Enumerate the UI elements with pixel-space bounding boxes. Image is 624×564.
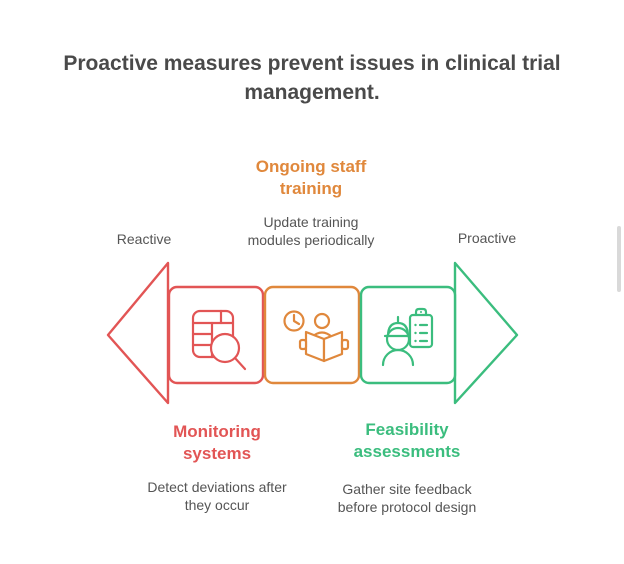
right-arrowhead: [453, 261, 519, 405]
scrollbar-thumb[interactable]: [617, 226, 621, 292]
hardhat-person-checklist-icon: [381, 307, 434, 367]
step-description-monitoring: Detect deviations after they occur: [147, 479, 287, 513]
step-description-feasibility: Gather site feedback before protocol des…: [337, 481, 477, 515]
bidirectional-arrow-diagram: [106, 261, 519, 405]
step-box-monitoring: [167, 285, 265, 385]
step-heading-training: Ongoing staff training: [255, 157, 367, 199]
step-heading-feasibility: Feasibility assessments: [353, 420, 461, 462]
spectrum-label-proactive: Proactive: [457, 230, 517, 246]
spectrum-label-reactive: Reactive: [116, 231, 172, 247]
page-title: Proactive measures prevent issues in cli…: [63, 52, 561, 104]
clock-person-reading-icon: [283, 310, 350, 363]
left-arrowhead: [106, 261, 170, 405]
table-search-icon: [191, 309, 247, 371]
step-heading-monitoring: Monitoring systems: [173, 422, 261, 464]
step-description-training: Update training modules periodically: [247, 214, 375, 248]
